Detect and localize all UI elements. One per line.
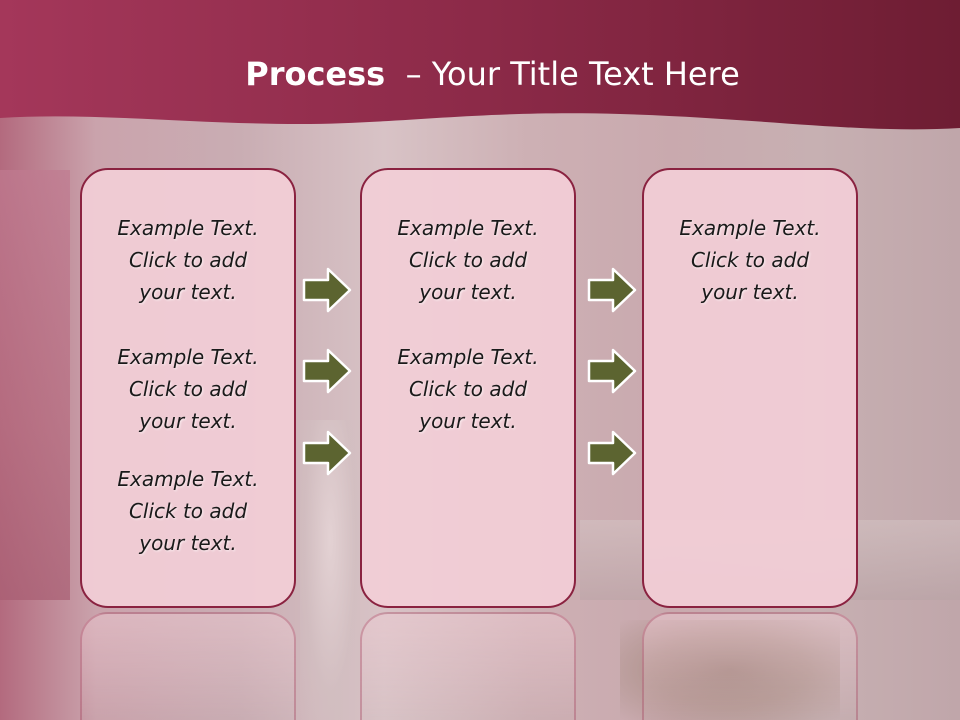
panel-2-text-1[interactable]: Example Text. Click to add your text. <box>397 216 539 304</box>
process-panel-1[interactable]: Example Text. Click to add your text. Ex… <box>80 168 296 608</box>
panel-1-text-3[interactable]: Example Text. Click to add your text. <box>117 467 259 555</box>
slide-title[interactable]: Process – Your Title Text Here <box>0 55 960 93</box>
panel-1-reflection <box>80 612 296 720</box>
process-panel-3[interactable]: Example Text. Click to add your text. <box>642 168 858 608</box>
right-arrow-icon <box>302 348 352 394</box>
title-bold-part: Process <box>245 55 386 93</box>
title-rest-part: – Your Title Text Here <box>385 55 740 93</box>
right-arrow-icon <box>587 430 637 476</box>
right-arrow-icon <box>302 430 352 476</box>
right-arrow-icon <box>587 267 637 313</box>
right-arrow-icon <box>302 267 352 313</box>
background-clothing-rack <box>0 170 70 600</box>
panel-1-text-1[interactable]: Example Text. Click to add your text. <box>117 216 259 304</box>
header-band <box>0 0 960 130</box>
panel-2-reflection <box>360 612 576 720</box>
process-panel-2[interactable]: Example Text. Click to add your text. Ex… <box>360 168 576 608</box>
panel-3-text-1[interactable]: Example Text. Click to add your text. <box>679 216 821 304</box>
right-arrow-icon <box>587 348 637 394</box>
panel-1-text-2[interactable]: Example Text. Click to add your text. <box>117 345 259 433</box>
panel-3-reflection <box>642 612 858 720</box>
panel-2-text-2[interactable]: Example Text. Click to add your text. <box>397 345 539 433</box>
